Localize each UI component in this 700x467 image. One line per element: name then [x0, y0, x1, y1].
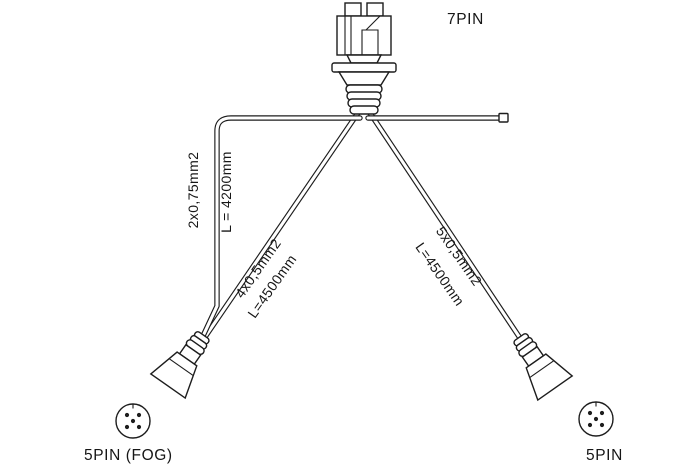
left-cable-core [201, 116, 362, 338]
bottom-left-connector-face [115, 403, 151, 439]
right-diagonal-cable-core [366, 108, 522, 340]
fog-boot-cone [149, 351, 198, 400]
cables [200, 107, 523, 341]
plug-cone [337, 71, 391, 86]
label-left-cable-spec: 2x0,75mm2 [185, 152, 201, 229]
label-5pin: 5PIN [586, 447, 623, 464]
label-7pin: 7PIN [447, 11, 484, 28]
plug-body-detail-left [344, 16, 352, 55]
right-face-pin-4 [599, 422, 605, 428]
plug-flange [331, 62, 397, 73]
fog-face-pin-1 [124, 412, 130, 418]
label-left-cable-length: L = 4200mm [218, 151, 234, 233]
plug-rib-4 [349, 105, 379, 115]
bottom-right-connector-face [578, 401, 614, 437]
right-boot-cone [525, 353, 574, 402]
label-5pin-fog: 5PIN (FOG) [84, 447, 173, 464]
right-face-pin-1 [587, 410, 593, 416]
fog-face-pin-center [130, 418, 136, 424]
right-face-pin-2 [599, 410, 605, 416]
plug-prong-right [366, 2, 384, 17]
bottom-left-connector [149, 331, 210, 400]
plug-body [336, 15, 392, 56]
top-connector-7pin [331, 2, 397, 115]
right-face-pin-center [593, 416, 599, 422]
fog-cable-core [203, 108, 362, 339]
right-boot-cone-line [529, 360, 554, 378]
fog-face-pin-2 [136, 412, 142, 418]
bottom-right-connector [513, 333, 574, 402]
right-cable-end-cap [498, 112, 509, 123]
plug-body-detail-latch [361, 15, 381, 55]
fog-boot-cone-line [169, 358, 194, 376]
plug-neck [345, 54, 383, 64]
fog-face-pin-3 [124, 424, 130, 430]
right-face-pin-3 [587, 422, 593, 428]
plug-prong-left [344, 2, 362, 17]
fog-face-pin-4 [136, 424, 142, 430]
